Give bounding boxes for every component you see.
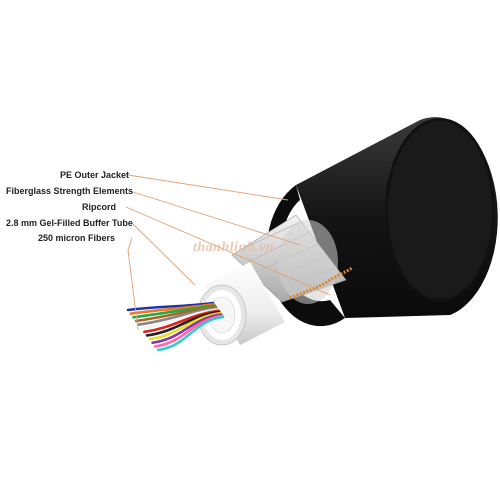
- fiber-strand: [156, 315, 225, 352]
- label-ripcord: Ripcord: [82, 202, 117, 212]
- fiber-strand: [137, 306, 218, 326]
- leader-line-buffer-tube: [131, 222, 196, 286]
- fiber-strand: [148, 311, 222, 341]
- ripcord: [289, 266, 353, 300]
- label-fiberglass-strength-elements: Fiberglass Strength Elements: [6, 186, 134, 196]
- fiber-strand: [140, 308, 219, 330]
- watermark-text: thanhlinh.vn: [193, 240, 275, 255]
- label-250-micron-fibers: 250 micron Fibers: [38, 233, 116, 243]
- fiber-strand: [134, 305, 218, 323]
- 250-micron-fibers: [126, 301, 225, 352]
- leader-line-ripcord: [125, 206, 331, 296]
- leader-line-fibers: [127, 237, 139, 331]
- label-buffer-tube: 2.8 mm Gel-Filled Buffer Tube: [6, 218, 133, 228]
- fiber-strand: [132, 304, 217, 319]
- fiber-strand: [153, 314, 224, 348]
- fiber-strand: [126, 301, 215, 312]
- fiber-strand: [143, 309, 220, 334]
- leader-lines: [125, 174, 331, 331]
- fiber-strand: [129, 302, 216, 315]
- fiber-strand: [145, 310, 221, 337]
- leader-line-pe-outer-jacket: [127, 174, 289, 201]
- fiber-strand: [151, 313, 223, 345]
- leader-line-fiberglass-strength: [129, 190, 301, 246]
- label-pe-outer-jacket: PE Outer Jacket: [60, 170, 130, 180]
